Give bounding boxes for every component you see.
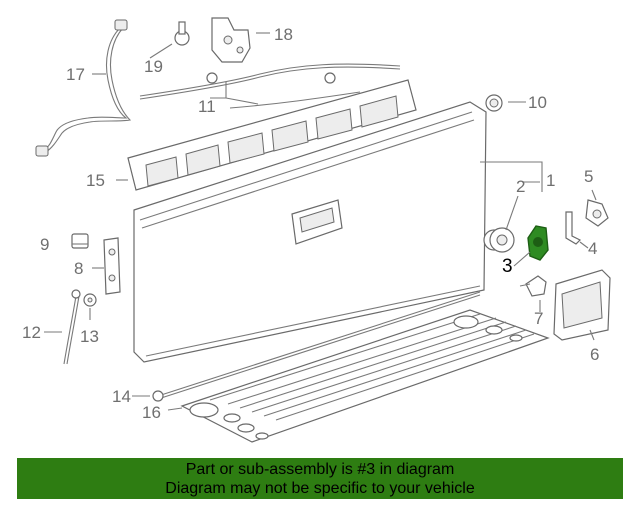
callout-1: 1 (546, 171, 555, 190)
bolt-part-19 (174, 21, 190, 46)
latch-part-5 (585, 199, 609, 227)
washer-part-13 (83, 293, 97, 307)
callout-13: 13 (80, 327, 99, 346)
clip-part-7 (519, 275, 547, 297)
bumper-part-9 (71, 233, 89, 249)
support-cable-part (139, 63, 401, 109)
callout-9: 9 (40, 235, 49, 254)
info-banner: Part or sub-assembly is #3 in diagram Di… (17, 458, 623, 499)
plug-part (485, 94, 503, 112)
callout-3: 3 (502, 256, 513, 277)
bracket-part-4 (565, 211, 582, 245)
striker-part-8 (103, 237, 121, 295)
callout-15: 15 (86, 171, 105, 190)
lock-actuator-part (483, 227, 515, 253)
callout-4: 4 (588, 239, 597, 258)
banner-line-1: Part or sub-assembly is #3 in diagram (185, 461, 455, 478)
wiring-harness-part (35, 19, 132, 157)
handle-part-6 (553, 269, 611, 341)
rod-part-14 (152, 291, 481, 402)
liner-part-16 (180, 309, 550, 443)
callout-19: 19 (144, 57, 163, 76)
callout-12: 12 (22, 323, 41, 342)
leader-lines (44, 32, 597, 411)
ground-strap-part-12 (63, 289, 81, 365)
parts-diagram: 1 2 3 4 5 6 7 8 9 10 11 12 13 14 15 16 1… (22, 17, 611, 443)
applique-panel-part (127, 79, 417, 191)
callout-16: 16 (142, 403, 161, 422)
callout-5: 5 (584, 167, 593, 186)
callout-18: 18 (274, 25, 293, 44)
callout-11: 11 (198, 97, 216, 116)
banner-line-2: Diagram may not be specific to your vehi… (165, 480, 475, 497)
callout-6: 6 (590, 345, 599, 364)
callout-7: 7 (534, 309, 543, 328)
callout-8: 8 (74, 259, 83, 278)
callout-17: 17 (66, 65, 85, 84)
callout-10: 10 (528, 93, 547, 112)
highlighted-part-3 (527, 225, 549, 261)
callout-14: 14 (112, 387, 131, 406)
callout-2: 2 (516, 177, 525, 196)
tailgate-assembly (133, 101, 487, 363)
hinge-bracket-part (211, 17, 251, 63)
